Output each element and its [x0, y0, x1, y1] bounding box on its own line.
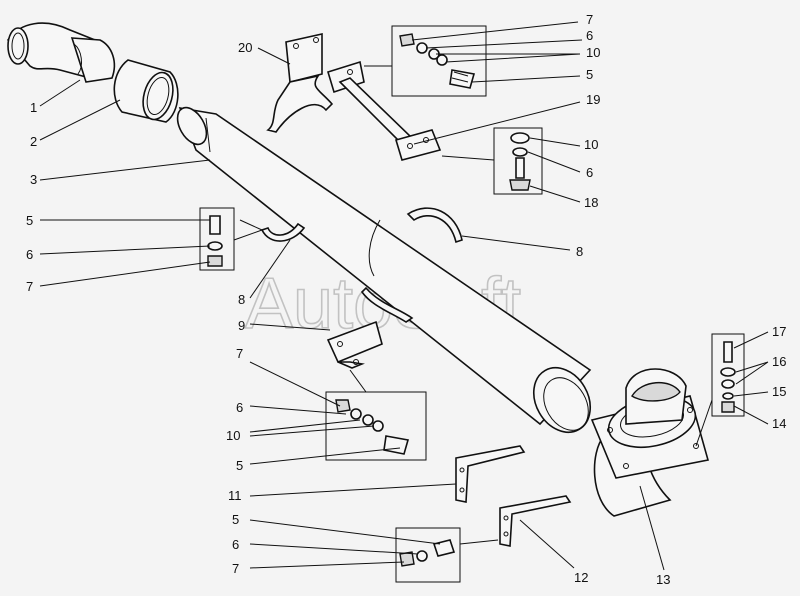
part-8-clamp-left: [260, 222, 306, 242]
label-6-bottom: 6: [232, 537, 239, 552]
label-10-top: 10: [586, 45, 600, 60]
label-12: 12: [574, 570, 588, 585]
label-20: 20: [238, 40, 252, 55]
label-14: 14: [772, 416, 786, 431]
label-16: 16: [772, 354, 786, 369]
callout-labels: 1 2 3 5 6 7 8 9 8 7 6 10 5 11 5 6 7 12 1…: [26, 12, 786, 587]
label-7-bottom: 7: [232, 561, 239, 576]
label-2: 2: [30, 134, 37, 149]
label-9: 9: [238, 318, 245, 333]
part-13-outlet: [590, 368, 710, 517]
part-3-main-pipe: [176, 106, 592, 433]
part-9-bracket: [326, 320, 383, 369]
label-7-top: 7: [586, 12, 593, 27]
label-10-lower: 10: [226, 428, 240, 443]
leader-lines: [39, 21, 769, 571]
part-8-clamp-lower: [360, 286, 414, 323]
label-8-left: 8: [238, 292, 245, 307]
fastener-group-flange: [711, 333, 745, 417]
label-19: 19: [586, 92, 600, 107]
label-5-bottom: 5: [232, 512, 239, 527]
label-6-lower: 6: [236, 400, 243, 415]
label-7-left: 7: [26, 279, 33, 294]
label-5-lower: 5: [236, 458, 243, 473]
part-11-bracket: [455, 445, 526, 503]
part-8-clamp-upper: [406, 207, 463, 244]
label-1: 1: [30, 100, 37, 115]
label-3: 3: [30, 172, 37, 187]
part-20-bracket: [266, 33, 334, 133]
label-17: 17: [772, 324, 786, 339]
part-12-bracket: [499, 495, 572, 547]
fastener-group-bottom: [395, 527, 461, 583]
label-5-top: 5: [586, 67, 593, 82]
label-10-right: 10: [584, 137, 598, 152]
fastener-group-right: [493, 127, 543, 195]
part-2-sleeve: [113, 59, 179, 123]
fastener-group-left: [199, 207, 235, 271]
label-6-left: 6: [26, 247, 33, 262]
label-6-top: 6: [586, 28, 593, 43]
fastener-group-top: [391, 25, 487, 97]
label-13: 13: [656, 572, 670, 587]
label-8-right: 8: [576, 244, 583, 259]
label-15: 15: [772, 384, 786, 399]
part-1-elbow: [7, 22, 116, 83]
label-6-right: 6: [586, 165, 593, 180]
label-18: 18: [584, 195, 598, 210]
label-7-lower: 7: [236, 346, 243, 361]
label-11: 11: [228, 488, 242, 503]
fastener-group-lower: [325, 391, 427, 461]
part-19-support-arm: [327, 60, 442, 161]
label-5-left: 5: [26, 213, 33, 228]
